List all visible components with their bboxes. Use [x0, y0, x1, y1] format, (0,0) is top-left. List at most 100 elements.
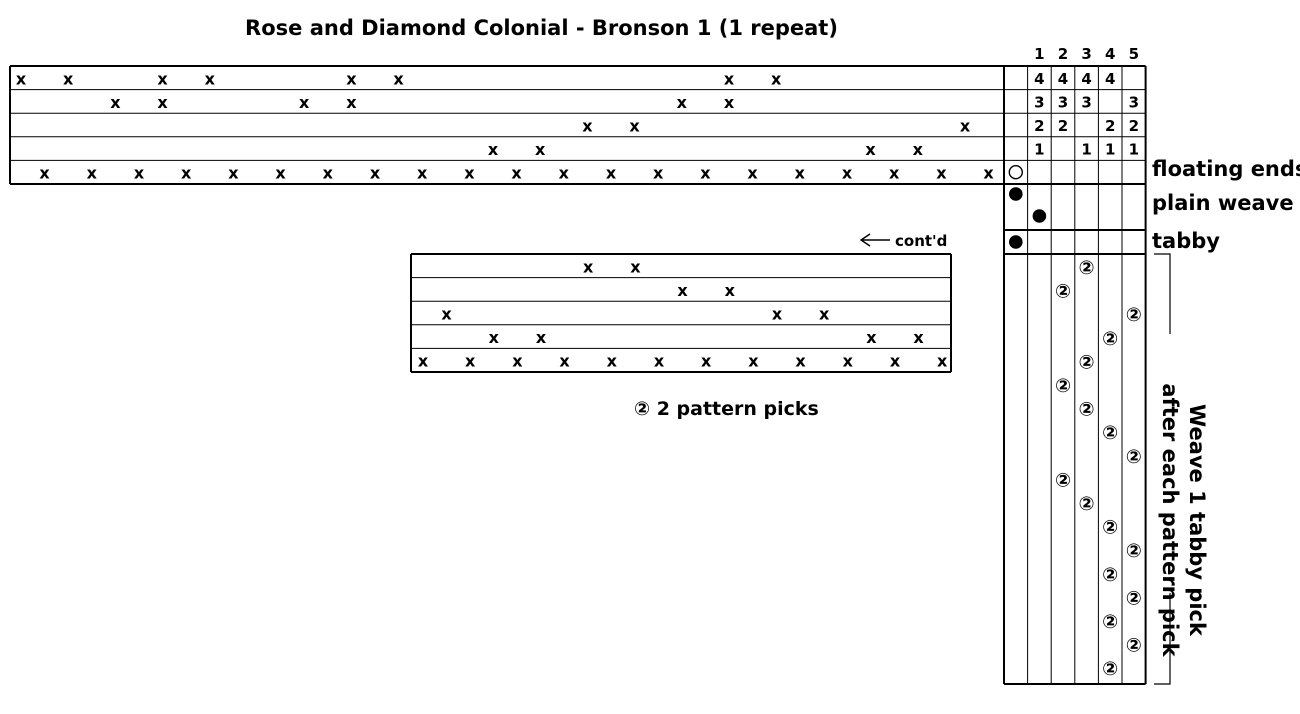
- tieup-value: 1: [1105, 141, 1115, 159]
- treadling-mark: ②: [1102, 422, 1118, 444]
- tabby-note-line-1: Weave 1 tabby pick: [1185, 404, 1209, 636]
- shaft-number: 4: [1105, 45, 1115, 63]
- tieup-value: 4: [1081, 70, 1091, 88]
- threading-mark: x: [960, 117, 971, 136]
- treadling-mark: ②: [1126, 304, 1142, 326]
- threading-mark: x: [393, 69, 404, 88]
- threading-mark: x: [700, 164, 711, 183]
- continuation-mark: x: [843, 352, 854, 371]
- threading-mark: x: [181, 164, 192, 183]
- threading-mark: x: [205, 69, 216, 88]
- treadling-mark: ②: [1102, 564, 1118, 586]
- treadling-mark: ②: [1126, 446, 1142, 468]
- threading-mark: x: [370, 164, 381, 183]
- treadling-mark: ②: [1079, 351, 1095, 373]
- threading-mark: x: [275, 164, 286, 183]
- continuation-label: cont'd: [895, 232, 948, 250]
- floating-ends-label: floating ends: [1152, 157, 1300, 181]
- threading-mark: x: [87, 164, 98, 183]
- treadling-mark: ②: [1055, 375, 1071, 397]
- continuation-mark: x: [465, 352, 476, 371]
- threading-mark: x: [629, 117, 640, 136]
- tieup-value: 2: [1058, 117, 1068, 135]
- threading-mark: x: [795, 164, 806, 183]
- threading-mark: x: [511, 164, 522, 183]
- shaft-number: 2: [1058, 45, 1068, 63]
- threading-mark: x: [323, 164, 334, 183]
- tieup-value: 3: [1034, 93, 1044, 111]
- tieup-value: 3: [1081, 93, 1091, 111]
- treadling-mark: ②: [1102, 658, 1118, 680]
- threading-mark: x: [346, 69, 357, 88]
- threading-mark: x: [63, 69, 74, 88]
- continuation-mark: x: [890, 352, 901, 371]
- threading-mark: x: [157, 69, 168, 88]
- note-bracket-top: [1154, 253, 1171, 334]
- treadling-mark: ②: [1126, 587, 1142, 609]
- treadling-mark: ②: [1079, 493, 1095, 515]
- threading-mark: x: [134, 164, 145, 183]
- continuation-mark: x: [866, 328, 877, 347]
- tieup-value: 2: [1034, 117, 1044, 135]
- tieup-value: 2: [1129, 117, 1139, 135]
- threading-mark: x: [488, 140, 499, 159]
- treadling-mark: ②: [1102, 328, 1118, 350]
- threading-mark: x: [724, 69, 735, 88]
- continuation-mark: x: [937, 352, 948, 371]
- plain-weave-label: plain weave: [1152, 191, 1294, 215]
- treadling-mark: ②: [1126, 540, 1142, 562]
- threading-mark: x: [606, 164, 617, 183]
- tieup-value: 3: [1058, 93, 1068, 111]
- continuation-mark: x: [536, 328, 547, 347]
- pattern-picks-legend: ② 2 pattern picks: [634, 398, 819, 420]
- note-bracket-bottom: [1154, 593, 1171, 685]
- continuation-mark: x: [795, 352, 806, 371]
- plain-weave-marker: [1032, 209, 1047, 223]
- shaft-number: 5: [1129, 45, 1139, 63]
- continuation-mark: x: [819, 305, 830, 324]
- threading-mark: x: [582, 117, 593, 136]
- tieup-value: 3: [1129, 93, 1139, 111]
- continuation-mark: x: [677, 281, 688, 300]
- treadling-mark: ②: [1079, 399, 1095, 421]
- threading-mark: x: [417, 164, 428, 183]
- threading-mark: x: [771, 69, 782, 88]
- tieup-value: 1: [1034, 141, 1044, 159]
- continuation-mark: x: [913, 328, 924, 347]
- treadling-mark: ②: [1126, 635, 1142, 657]
- continuation-arrow-head: [859, 233, 871, 247]
- continuation-mark: x: [607, 352, 618, 371]
- draft-title: Rose and Diamond Colonial - Bronson 1 (1…: [245, 16, 838, 40]
- threading-mark: x: [16, 69, 27, 88]
- continuation-mark: x: [725, 281, 736, 300]
- treadling-mark: ②: [1055, 281, 1071, 303]
- threading-mark: x: [653, 164, 664, 183]
- threading-mark: x: [983, 164, 994, 183]
- continuation-mark: x: [654, 352, 665, 371]
- threading-mark: x: [747, 164, 758, 183]
- treadling-mark: ②: [1102, 611, 1118, 633]
- threading-mark: x: [842, 164, 853, 183]
- continuation-mark: x: [630, 257, 641, 276]
- tieup-value: 4: [1034, 70, 1044, 88]
- floating-ends-marker: [1008, 164, 1023, 180]
- continuation-mark: x: [441, 305, 452, 324]
- shaft-number: 3: [1081, 45, 1091, 63]
- threading-mark: x: [865, 140, 876, 159]
- continuation-mark: x: [489, 328, 500, 347]
- threading-mark: x: [724, 93, 735, 112]
- plain-weave-marker: [1009, 187, 1023, 201]
- threading-mark: x: [110, 93, 121, 112]
- threading-mark: x: [299, 93, 310, 112]
- treadling-mark: ②: [1079, 257, 1095, 279]
- threading-mark: x: [157, 93, 168, 112]
- tieup-value: 2: [1105, 117, 1115, 135]
- tabby-note-line-2: after each pattern pick: [1158, 383, 1182, 657]
- threading-mark: x: [559, 164, 570, 183]
- threading-mark: x: [346, 93, 357, 112]
- continuation-mark: x: [512, 352, 523, 371]
- threading-mark: x: [889, 164, 900, 183]
- continuation-mark: x: [772, 305, 783, 324]
- threading-mark: x: [39, 164, 50, 183]
